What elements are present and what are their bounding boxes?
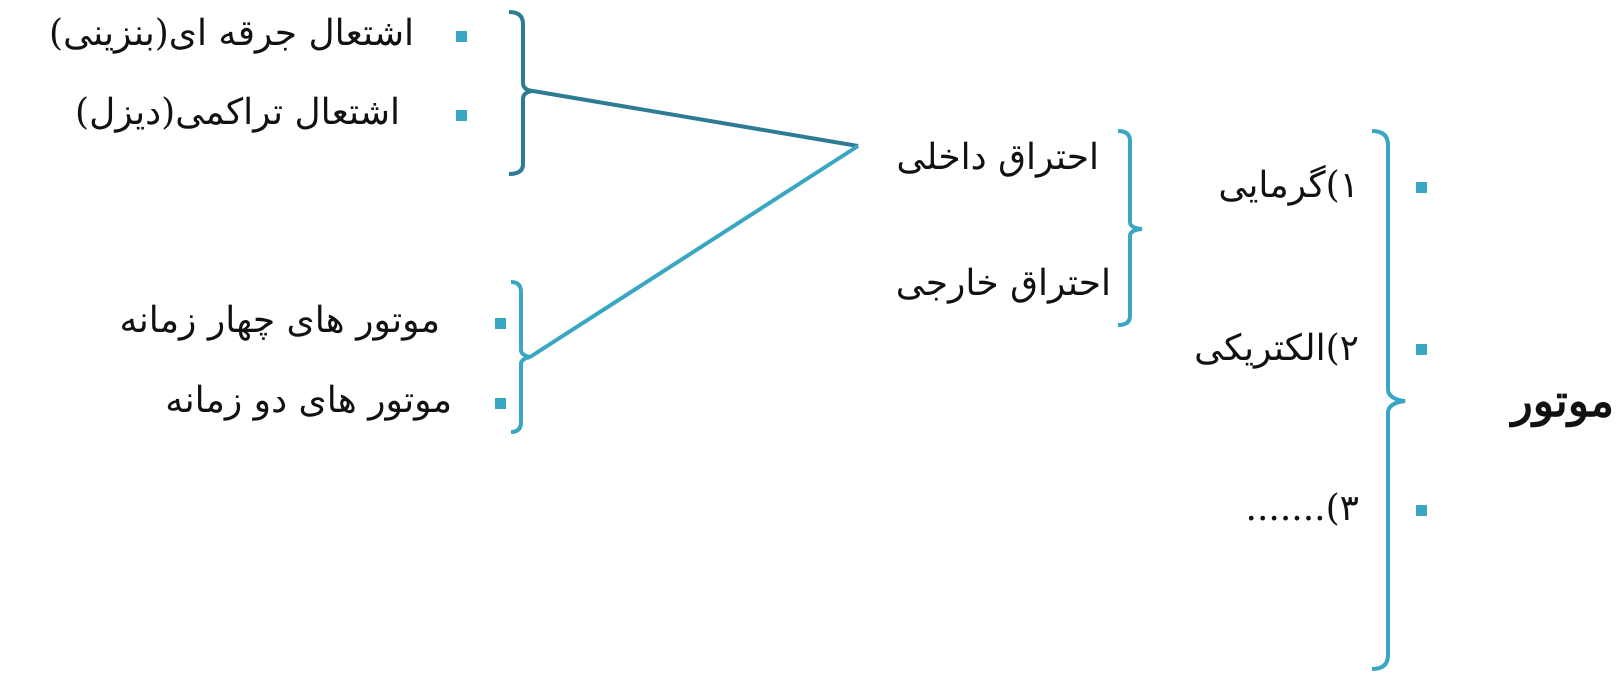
thermal-bracket <box>1117 129 1143 327</box>
root-bracket <box>1371 129 1406 671</box>
category-electric: ۲)الکتریکی <box>1194 328 1359 369</box>
ignition-spark: اشتعال جرقه ای(بنزینی) <box>49 13 414 54</box>
ignition-bullet-icon <box>456 110 467 121</box>
stroke-four: موتور های چهار زمانه <box>119 300 440 341</box>
thermal-external-combustion: احتراق خارجی <box>895 263 1111 304</box>
category-bullet-icon <box>1416 182 1427 193</box>
stroke-bracket <box>510 280 531 434</box>
category-other: ۳)....... <box>1245 488 1360 529</box>
stroke-connector <box>528 144 860 359</box>
category-bullet-icon <box>1416 344 1427 355</box>
ignition-compression: اشتعال تراکمی(دیزل) <box>75 92 400 133</box>
root-label: موتور <box>1511 376 1614 427</box>
thermal-internal-combustion: احتراق داخلی <box>896 137 1099 178</box>
stroke-two: موتور های دو زمانه <box>165 380 452 421</box>
ignition-connector <box>532 89 859 148</box>
ignition-bullet-icon <box>456 31 467 42</box>
category-bullet-icon <box>1416 505 1427 516</box>
stroke-bullet-icon <box>495 318 506 329</box>
category-thermal: ۱)گرمایی <box>1218 165 1359 206</box>
ignition-bracket <box>508 10 534 176</box>
stroke-bullet-icon <box>495 398 506 409</box>
